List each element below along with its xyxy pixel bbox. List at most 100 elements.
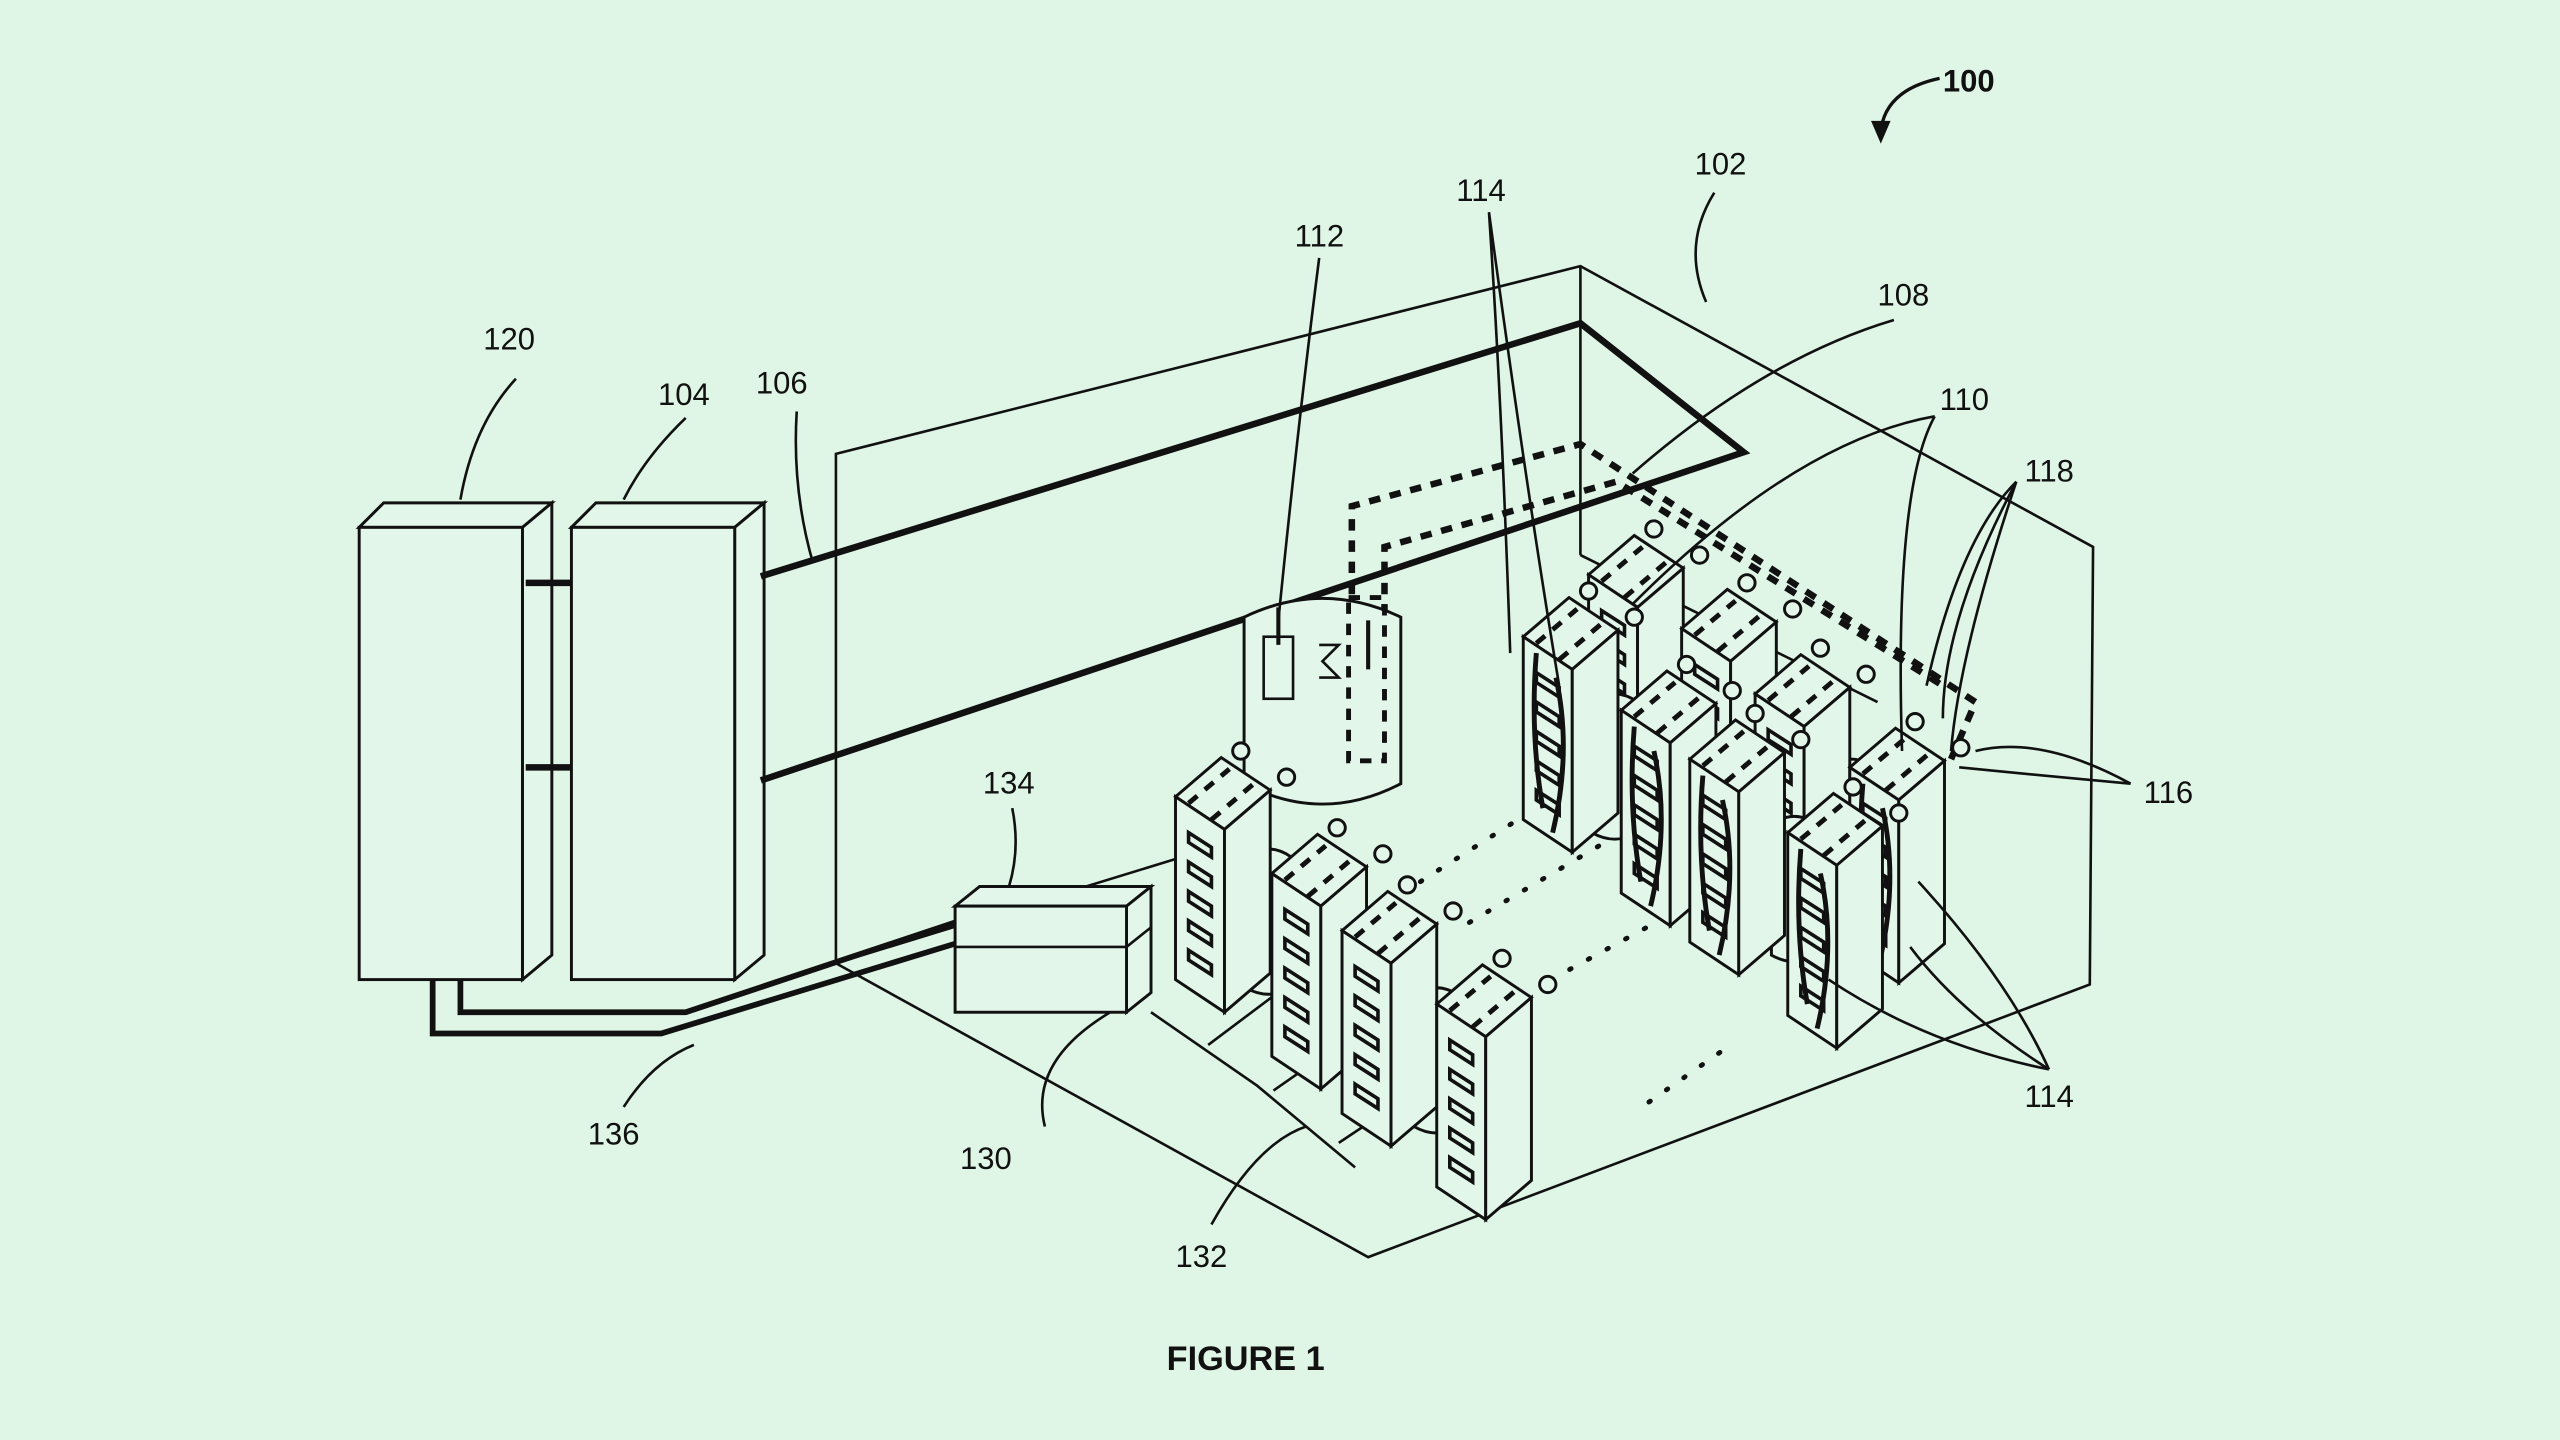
rack-port [1745,703,1765,724]
rack-slot [1186,946,1214,978]
label-130: 130 [960,1141,1012,1176]
rack-slot [1283,906,1310,938]
rack-slot [1448,1036,1475,1068]
rack-slot [1186,829,1214,861]
rack-slot [1353,1051,1380,1083]
rack-slot [1186,888,1214,920]
rack-side [1340,927,1393,1149]
rack-port [1843,777,1863,797]
rack-hose [1531,652,1566,834]
label-134: 134 [983,765,1035,800]
rack-manifold [1861,737,1930,793]
rack-port [1492,948,1512,968]
rack-port [1276,767,1297,787]
rack-manifold [1534,607,1604,662]
rack-slot [1186,858,1214,890]
rack-slot [1283,994,1310,1026]
rack-front [1570,627,1620,856]
rack-slot [1283,964,1310,996]
label-104: 104 [658,377,710,412]
rack-side [1435,1001,1488,1223]
rack-manifold [1353,900,1422,956]
cabinet-connectors [525,579,572,771]
rack-port [1538,974,1558,995]
rack-port [1624,607,1644,627]
rack-port [1810,638,1831,658]
rack-port [1905,712,1925,732]
figure-caption: FIGURE 1 [1167,1340,1325,1378]
rack-port [1373,844,1393,864]
cabinet-120 [355,499,556,983]
rack-slot [1353,992,1380,1024]
rack-port [1644,519,1664,539]
rack-port [1722,680,1742,701]
rack-manifold [1766,664,1836,719]
rack-port [1397,875,1417,895]
arrowhead-icon [1871,120,1891,144]
dotted-rows [1417,764,1734,1105]
rack-port [1951,738,1971,758]
pipe-136 [429,940,956,1037]
label-120: 120 [483,321,535,356]
rack-slot [1353,963,1380,995]
label-118: 118 [2024,454,2073,489]
dashed-loop-108 [1348,440,1980,765]
rack-slot [1632,860,1659,892]
rack-front [1737,749,1786,978]
rack-manifold [1799,803,1868,858]
rack-manifold [1448,974,1517,1029]
label-108: 108 [1878,277,1930,312]
rack-slot [1701,909,1728,941]
rack-slot [1599,607,1627,639]
rack-port [1889,803,1909,823]
label-114-bottom: 114 [2024,1079,2073,1114]
rack-manifold [1693,598,1762,654]
rack-port [1676,654,1697,675]
rack-slot [1283,935,1310,967]
rack-port [1327,818,1347,838]
leader-lines [459,191,2132,1226]
rack-port [1783,599,1803,619]
rack-manifold [1186,767,1256,822]
pipe-136b [457,919,957,1016]
label-112: 112 [1295,219,1344,254]
rack-port [1231,741,1251,761]
rack-hose [1698,775,1733,956]
tank-112 [1242,595,1403,806]
label-136: 136 [588,1116,640,1151]
rack-slot [1353,1080,1380,1112]
rack-hose [1629,726,1664,907]
label-116: 116 [2144,775,2193,810]
cabinet-104 [567,499,769,983]
rack-slot [1692,661,1720,693]
rack-manifold [1632,680,1702,735]
rack-front [1223,787,1272,1016]
rack-manifold [1701,729,1770,784]
rack-manifold [1283,843,1352,899]
label-100: 100 [1943,63,1995,98]
label-132: 132 [1176,1239,1228,1274]
label-114-top: 114 [1456,173,1505,208]
label-102: 102 [1695,147,1747,182]
heat-exchanger-130 [950,883,1156,1016]
rack-front [1835,822,1884,1052]
rack-side [1174,793,1226,1015]
rack-side [1270,870,1323,1092]
rack-port [1791,729,1811,750]
server-racks [1173,519,1971,1223]
rack-front [1484,994,1533,1223]
rack-front [1389,920,1439,1150]
rack-port [1443,901,1463,921]
rack-port [1856,664,1876,684]
rack-port [1737,573,1757,593]
rack-slot [1448,1066,1475,1098]
label-110: 110 [1940,382,1989,417]
rack-port [1689,545,1710,565]
rack-port [1578,581,1599,601]
rack-slot [1448,1095,1475,1127]
floor-grid-132 [1150,994,1389,1169]
rack-slot [1799,982,1826,1014]
rack-slot [1353,1022,1380,1054]
